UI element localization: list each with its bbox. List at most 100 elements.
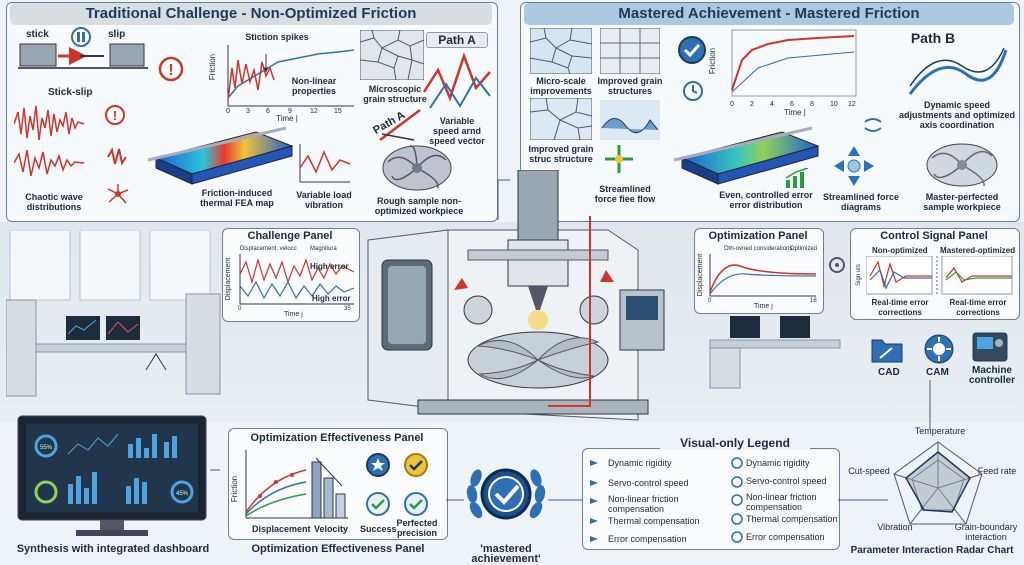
dynamic-speed-label: Dynamic speed adjustments and optimized … (898, 100, 1015, 130)
legend-title: Visual-only Legend (660, 436, 810, 450)
challenge-high-error-1: High error (310, 262, 349, 271)
path-a-arrows-icon (379, 109, 421, 141)
legend-left-4: Error compensation (608, 534, 687, 544)
stiction-spikes-label: Stiction spikes (245, 32, 309, 42)
streamlined-arrows-icon (605, 145, 633, 173)
grain-structure-icon (360, 30, 424, 80)
svg-text:!: ! (168, 62, 173, 79)
legend-right-4: Error compensation (746, 532, 825, 542)
optimization-tick-0: 0 (708, 298, 712, 304)
legend-right-3: Thermal compensation (746, 514, 838, 524)
micro-scale-label: Micro-scale improvements (530, 76, 592, 96)
legend-right-1: Servo-control speed (746, 476, 827, 486)
stiction-tick-5: 15 (334, 108, 342, 115)
challenge-tick-7: 35 (344, 306, 351, 312)
stiction-tick-2: 6 (266, 108, 270, 115)
machine-controller-label: Machine controller (968, 365, 1016, 386)
mastered-tick-3: 6 (790, 101, 794, 108)
optimization-legend-1: Oth-ovned considerations (724, 246, 793, 252)
velocity-label: Velocity (314, 524, 349, 534)
radar-title: Parameter Interaction Radar Chart (850, 545, 1014, 556)
stick-label: stick (26, 29, 49, 40)
stick-slip-label: Stick-slip (48, 87, 93, 98)
nonlinear-label: Non-linear properties (291, 76, 337, 96)
radar-axis-cut-speed: Cut-speed (848, 466, 890, 476)
mastered-achievement-header: Mastered Achievement - Mastered Friction (524, 3, 1014, 25)
mastered-tick-2: 4 (770, 101, 774, 108)
cad-label: CAD (878, 367, 900, 378)
mastered-optimized-label: Mastered-optimized (940, 246, 1016, 255)
dashboard-value-2: 45% (176, 491, 189, 497)
challenge-x-axis: Time j (284, 311, 303, 318)
scatter-arrows-icon (107, 184, 129, 204)
streamlined-flow-label: Streamlined force fiee flow (594, 184, 656, 204)
warning-icon: ! (158, 56, 184, 82)
cam-label: CAM (926, 367, 949, 378)
master-workpiece-icon (926, 143, 998, 187)
rough-sample-label: Rough sample non-optimized workpiece (374, 196, 464, 216)
optimization-panel-title: Optimization Panel (708, 230, 808, 242)
optimization-legend-2: Optimized (790, 246, 818, 252)
improved-grain-struc-label: Improved grain struc structure (528, 144, 594, 164)
vibration-icon (107, 147, 127, 166)
stiction-tick-1: 3 (246, 108, 250, 115)
mastered-tick-1: 2 (750, 101, 754, 108)
lab-windows-left (9, 230, 211, 301)
radar-axis-grain-boundary: Grain-boundary interaction (954, 522, 1018, 542)
effectiveness-velocity-chart (308, 457, 348, 519)
pause-icon (71, 27, 91, 47)
legend-right-0: Dynamic rigidity (746, 458, 810, 468)
perfected-label: Perfected precision (396, 518, 438, 538)
chaotic-wave-label: Chaotic wave distributions (25, 192, 83, 212)
warning-icon-2: ! (105, 105, 125, 125)
cnc-machine (367, 170, 665, 421)
stiction-tick-4: 12 (310, 108, 318, 115)
legend-left-0: Dynamic rigidity (608, 458, 672, 468)
cad-folder-icon (871, 339, 903, 363)
even-error-label: Even, controlled error error distributio… (719, 190, 813, 210)
challenge-legend-2: Magnitura (310, 246, 337, 252)
lab-workstations-right (709, 316, 841, 389)
master-sample-label: Master-perfected sample workpiece (923, 192, 1001, 212)
slip-label: slip (108, 29, 126, 40)
legend-left-3: Thermal compensation (608, 516, 700, 526)
variable-load-chart (299, 144, 351, 183)
mastered-tick-6: 12 (848, 101, 856, 108)
mastered-tick-5: 10 (830, 101, 838, 108)
variable-speed-label: Variable speed arnd speed vector (429, 116, 485, 146)
rough-workpiece-icon (382, 145, 452, 191)
mastered-laurel-badge-icon (466, 468, 546, 520)
challenge-legend-1: Displacement, velocc (240, 246, 297, 252)
controlled-error-fea-map (673, 126, 820, 185)
non-optimized-label: Non-optimized (872, 246, 928, 255)
legend-left-1: Servo-control speed (608, 478, 689, 488)
legend-markers (590, 457, 743, 543)
svg-text:!: ! (113, 108, 117, 123)
chaotic-wave-icon-2 (14, 149, 84, 177)
cam-gear-icon (924, 334, 954, 364)
radar-axis-feed-rate: Feed rate (977, 466, 1017, 476)
fea-thermal-map (147, 126, 294, 185)
mastered-tick-4: 8 (810, 101, 814, 108)
streamlined-diagrams-label: Streamlined force diagrams (822, 192, 900, 212)
traditional-challenge-header: Traditional Challenge - Non-Optimized Fr… (10, 3, 492, 25)
success-check-icon (366, 492, 390, 516)
displacement-label: Displacement (252, 524, 311, 534)
clock-icon (683, 81, 703, 101)
parameter-radar-chart (893, 441, 983, 525)
variable-load-label: Variable load vibration (296, 190, 352, 210)
improved-grain-struc-icon (530, 98, 592, 140)
stiction-tick-0: 0 (226, 108, 230, 115)
challenge-chart (239, 254, 355, 305)
effectiveness-caption: Optimization Effectiveness Panel (251, 543, 425, 555)
precision-check-icon (404, 492, 428, 516)
success-label: Success (360, 524, 397, 534)
effectiveness-displacement-chart (245, 450, 308, 519)
radar-axis-vibration: Vibration (877, 522, 913, 532)
optimization-tick-8: 16 (810, 298, 817, 304)
path-b-curve-icon (908, 47, 1008, 95)
dashboard-value-1: 55% (40, 445, 53, 451)
microscopic-label: Microscopic grain structure (363, 84, 427, 104)
optimization-effectiveness-panel (228, 428, 448, 540)
